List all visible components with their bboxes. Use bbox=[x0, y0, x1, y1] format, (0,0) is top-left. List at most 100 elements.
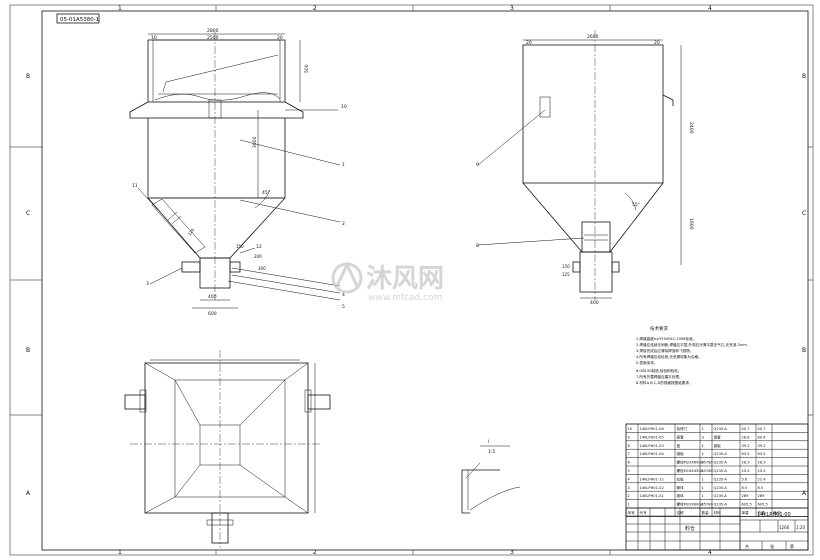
bom-cell: 63.5 bbox=[742, 452, 750, 456]
plan-view bbox=[124, 350, 331, 548]
zone-col-3: 3 bbox=[510, 5, 514, 12]
zone-row-1: B bbox=[26, 73, 30, 80]
bom-cell: 锥体 bbox=[677, 493, 685, 498]
bom-cell: 检修门 bbox=[677, 426, 688, 431]
bom-cell: 1 bbox=[702, 427, 704, 431]
zone-row-2-right: C bbox=[802, 210, 806, 217]
front-angle: 45° bbox=[262, 190, 270, 196]
bom-header-cell: 数量 bbox=[702, 510, 710, 515]
balloon-12: 12 bbox=[256, 244, 262, 250]
front-dim-outlet-2: 600 bbox=[208, 311, 217, 317]
bom-cell: 钢板 bbox=[677, 451, 685, 456]
bom-cell: 14KLPH01-12 bbox=[640, 477, 664, 481]
watermark: 沐风网 www.mfcad.com bbox=[331, 261, 444, 303]
balloon-3: 3 bbox=[146, 281, 149, 287]
bom-cell: Q235-A bbox=[714, 494, 728, 498]
bom-cell: 1 bbox=[702, 503, 704, 507]
bom-cell: Q235-A bbox=[714, 486, 728, 490]
title-code: 14KLPH01-00 bbox=[757, 512, 791, 518]
notes-line-6: 6.GB150制造,检验和验收。 bbox=[636, 368, 681, 373]
bom-cell: 1 bbox=[702, 486, 704, 490]
drawing-code: 05-01A5380-1 bbox=[60, 17, 99, 23]
bom-cell: 14KLPH01-02 bbox=[640, 486, 664, 490]
bom-cell: 1 bbox=[702, 469, 704, 473]
title-block bbox=[625, 507, 809, 551]
bom-cell: 28.9 bbox=[742, 461, 751, 465]
balloon-9: 9 bbox=[476, 162, 479, 168]
bom-cell: 7 bbox=[628, 452, 630, 456]
zone-col-4-bottom: 4 bbox=[708, 549, 712, 556]
bom-cell: 289 bbox=[758, 494, 766, 498]
watermark-logo-icon bbox=[331, 261, 363, 294]
bom-cell: 6 bbox=[628, 461, 631, 465]
bom-cell: 8.5 bbox=[758, 486, 764, 490]
side-dim-small-2: 125 bbox=[562, 272, 570, 277]
bom-cell: 筒体 bbox=[677, 485, 685, 490]
notes-line-4: 4.所有焊缝应经检测,无渗漏现象为合格。 bbox=[636, 354, 702, 359]
bom-cell: Q235-A bbox=[714, 469, 728, 473]
bom-cell: 5.6 bbox=[742, 477, 748, 481]
inner-frame bbox=[41, 10, 809, 551]
bom-cell: 39.2 bbox=[758, 444, 766, 448]
front-dim-pipe-label: 120 bbox=[187, 227, 196, 236]
bom-header-cell: 总重 bbox=[758, 510, 766, 515]
bom-cell: 3 bbox=[702, 435, 704, 439]
front-dim-height-top: 500 bbox=[304, 64, 310, 73]
title-weight: 1266 bbox=[779, 525, 790, 530]
bom-cell: 10 bbox=[628, 427, 633, 431]
notes-title: 技术要求 bbox=[650, 325, 668, 332]
zone-row-4: A bbox=[26, 490, 31, 497]
zone-row-3: B bbox=[26, 347, 30, 354]
detail-view bbox=[461, 445, 521, 514]
bom-cell: 63.5 bbox=[758, 452, 766, 456]
bom-cell: 拉板 bbox=[677, 476, 685, 481]
side-dim-small-1: 150 bbox=[562, 264, 570, 269]
bom-cell: 40.7 bbox=[742, 427, 750, 431]
bom-cell: 40.7 bbox=[758, 427, 766, 431]
bom-cell: 289 bbox=[742, 494, 750, 498]
bom-header-cell: 代号 bbox=[640, 510, 648, 515]
bom-cell: 14KLPH01-05 bbox=[640, 435, 664, 439]
bom-header-cell: 单重 bbox=[742, 510, 750, 515]
bom-cell: 14KLPH01-06 bbox=[640, 427, 665, 431]
balloon-2: 2 bbox=[342, 221, 345, 227]
bom-cell: 螺栓M20X60GB5780 bbox=[677, 502, 714, 507]
front-dim-small-1: 150 bbox=[236, 244, 244, 249]
front-dim-small-2: 200 bbox=[254, 254, 262, 259]
zone-row-2: C bbox=[26, 210, 30, 217]
bom-cell: 26.8 bbox=[742, 435, 751, 439]
bom-cell: 1 bbox=[702, 477, 704, 481]
bom-cell: 1 bbox=[702, 444, 704, 448]
balloon-11: 11 bbox=[132, 183, 138, 189]
notes-line-7: 7.所有外露焊缝应磨平处理。 bbox=[636, 374, 683, 379]
detail-scale: 1:5 bbox=[488, 449, 495, 455]
zone-row-4-right: A bbox=[802, 490, 807, 497]
sheet-unit-label: 张 bbox=[770, 543, 774, 549]
drawing-code-box bbox=[56, 13, 100, 24]
bom-cell: 80.4 bbox=[758, 435, 767, 439]
front-dim-body: 3000 bbox=[252, 136, 258, 148]
side-dim-top: 2600 bbox=[587, 34, 599, 40]
zone-col-4: 4 bbox=[708, 5, 712, 12]
bom-cell: 14KLPH01-04 bbox=[640, 452, 665, 456]
front-dim-left: 10 bbox=[151, 35, 157, 41]
bom-cell: 钢管 bbox=[714, 434, 722, 439]
bom-cell: 1 bbox=[702, 452, 704, 456]
bom-cell: Q235-A bbox=[714, 452, 728, 456]
balloon-10: 10 bbox=[341, 104, 347, 110]
notes-line-1: 1.焊缝高度h≥Y590041-1996标准。 bbox=[636, 336, 696, 341]
side-dim-left: 20 bbox=[526, 40, 532, 46]
zone-row-3-right: B bbox=[802, 347, 806, 354]
bom-cell: 螺栓M20X60GB5780 bbox=[677, 460, 714, 465]
bom-cell: Q235-A bbox=[714, 461, 728, 465]
front-dim-top-overall: 2800 bbox=[207, 28, 219, 34]
zone-ticks bbox=[10, 5, 813, 555]
front-view bbox=[129, 32, 341, 309]
notes-line-8: 8.材料A,B,C,D的规格按图纸要求。 bbox=[636, 380, 693, 385]
title-name: 料仓 bbox=[685, 525, 695, 532]
bom-header-cell: 名称 bbox=[677, 510, 685, 515]
bom-cell: Q235-A bbox=[714, 477, 728, 481]
notes-line-2: 2.焊缝应连续无间断,焊缝应平整,外观应光滑平整无气孔,无夹渣-2mm. bbox=[636, 342, 748, 347]
